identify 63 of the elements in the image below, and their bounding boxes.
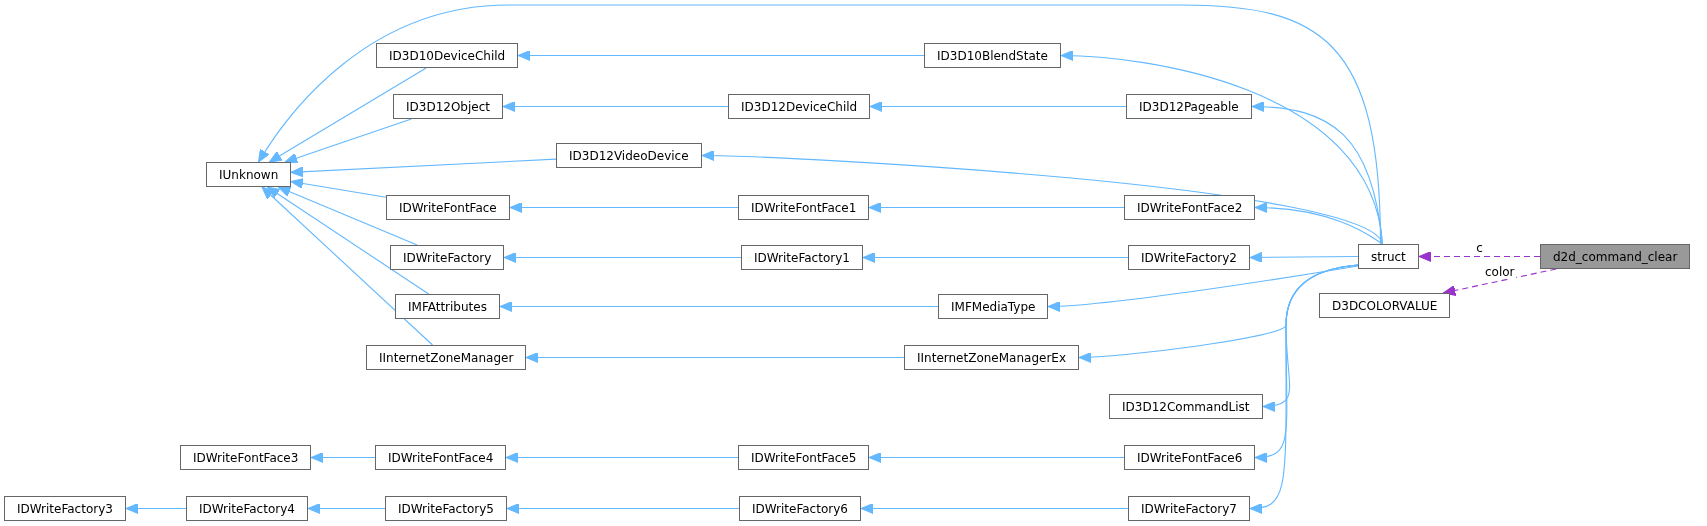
arrow: [266, 186, 430, 295]
dashed-arrow: [1418, 251, 1541, 262]
class-box: ID3D12DeviceChild: [728, 94, 871, 119]
class-box: IDWriteFontFace6: [1124, 445, 1256, 470]
class-box: IDWriteFactory7: [1128, 496, 1250, 521]
class-box: IDWriteFactory5: [385, 496, 507, 521]
class-box: IInternetZoneManager: [366, 345, 527, 370]
class-box: IDWriteFactory: [390, 245, 505, 270]
arrow: [525, 352, 905, 363]
class-box: ID3D12VideoDevice: [556, 143, 702, 168]
arrow: [509, 202, 739, 213]
arrow: [502, 101, 729, 112]
arrow: [505, 452, 739, 463]
edge-label: color: [1482, 266, 1517, 279]
arrow: [862, 252, 1129, 263]
class-box: IDWriteFactory6: [739, 496, 861, 521]
arrow: [503, 252, 742, 263]
arrow: [868, 202, 1125, 213]
arrow: [284, 118, 412, 164]
class-box: ID3D12Pageable: [1126, 94, 1252, 119]
arrow: [277, 186, 418, 246]
class-box: IMFMediaType: [938, 294, 1049, 319]
class-box: IUnknown: [206, 162, 292, 187]
class-box: IInternetZoneManagerEx: [904, 345, 1080, 370]
class-box: ID3D12CommandList: [1109, 394, 1263, 419]
arrow: [701, 150, 1384, 245]
class-box: IDWriteFontFace4: [375, 445, 507, 470]
arrow: [1047, 265, 1359, 312]
arrow: [1251, 101, 1384, 245]
class-box: IDWriteFontFace1: [738, 195, 870, 220]
arrow: [268, 67, 427, 163]
class-box: IDWriteFontFace: [386, 195, 510, 220]
class-box: d2d_command_clear: [1540, 244, 1691, 269]
arrow: [310, 452, 376, 463]
arrow: [125, 503, 187, 514]
arrow: [257, 4, 1382, 245]
class-box: struct: [1358, 244, 1419, 269]
arrow: [860, 503, 1129, 514]
arrow: [1249, 251, 1359, 263]
class-box: D3DCOLORVALUE: [1319, 293, 1451, 318]
arrow: [290, 158, 557, 178]
arrow: [1249, 264, 1359, 514]
class-box: IDWriteFactory3: [4, 496, 126, 521]
class-box: ID3D12Object: [393, 94, 503, 119]
class-box: IDWriteFontFace2: [1124, 195, 1256, 220]
arrow: [290, 178, 387, 198]
arrow: [517, 50, 925, 61]
arrow: [1254, 202, 1384, 245]
class-box: IDWriteFactory2: [1128, 245, 1250, 270]
arrow: [868, 452, 1125, 463]
dashed-arrow: [1442, 268, 1557, 296]
arrow: [261, 186, 434, 346]
class-box: ID3D10BlendState: [924, 43, 1061, 68]
class-box: IDWriteFactory1: [741, 245, 863, 270]
arrow: [307, 503, 386, 514]
class-box: IDWriteFactory4: [186, 496, 308, 521]
class-box: IMFAttributes: [395, 294, 500, 319]
arrow: [869, 101, 1127, 112]
arrow: [499, 301, 939, 312]
class-box: IDWriteFontFace5: [738, 445, 870, 470]
class-box: IDWriteFontFace3: [180, 445, 312, 470]
arrow: [506, 503, 740, 514]
class-box: ID3D10DeviceChild: [376, 43, 519, 68]
